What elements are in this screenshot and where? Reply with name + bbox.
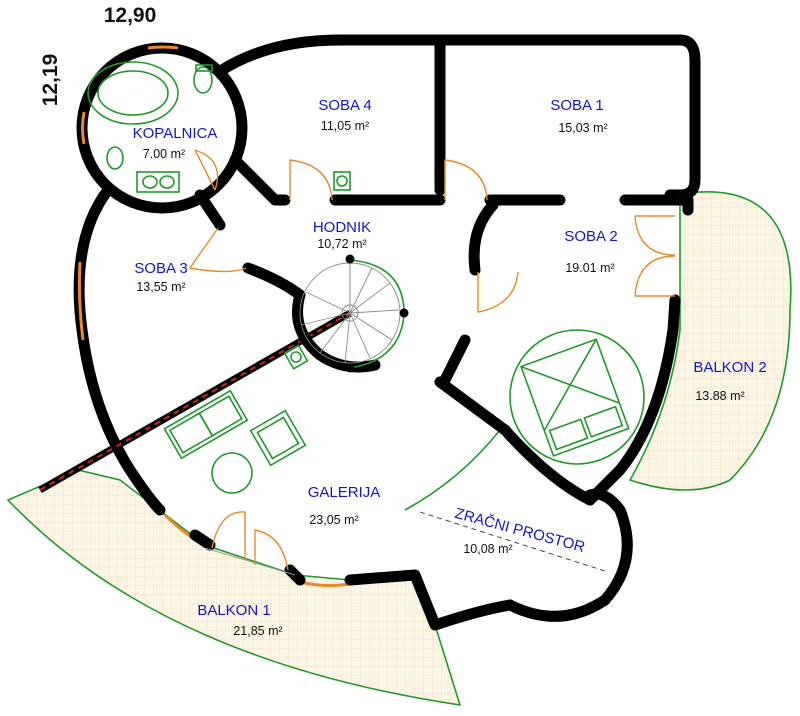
sink-left xyxy=(142,175,158,189)
room-name-soba3: SOBA 3 xyxy=(134,260,187,277)
wall-outer-arc-left xyxy=(73,184,166,516)
wall-zracni-end xyxy=(504,488,633,622)
door-balkon2 xyxy=(634,215,676,297)
door-soba2 xyxy=(477,271,519,313)
bed-rug xyxy=(509,329,645,465)
wall-galerija-bottom-right xyxy=(344,569,516,631)
wall-galerija-bottom xyxy=(189,529,216,551)
toilet xyxy=(193,66,213,94)
room-area-galerija: 23,05 m² xyxy=(309,513,358,527)
dryer-drum xyxy=(290,351,302,363)
wall-corridor-top-left xyxy=(229,154,291,206)
door-soba1 xyxy=(444,159,488,201)
washing-machine-drum xyxy=(336,175,348,187)
door-soba3 xyxy=(188,227,247,273)
wall-soba2-right xyxy=(619,194,694,216)
bathroom-window-top xyxy=(147,45,179,50)
wall-top-rooms xyxy=(216,34,701,201)
round-table xyxy=(211,452,253,494)
stair-post-3 xyxy=(345,363,355,373)
room-name-galerija: GALERIJA xyxy=(308,484,381,501)
door-balkon1-sill xyxy=(204,547,296,576)
wall-soba2-inner xyxy=(439,334,471,386)
armchair xyxy=(249,409,307,467)
wall-soba2-left xyxy=(468,199,499,276)
room-name-hodnik: HODNIK xyxy=(313,219,371,236)
stair-rail-diagonal-red xyxy=(39,312,351,491)
dimension-width: 12,90 xyxy=(104,4,157,27)
sofa xyxy=(163,389,249,460)
stair-post-2 xyxy=(399,308,409,318)
room-area-soba3: 13,55 m² xyxy=(136,280,185,294)
dryer xyxy=(283,344,309,370)
bidet xyxy=(106,146,124,170)
airspace-outline xyxy=(404,429,501,511)
room-name-soba2: SOBA 2 xyxy=(564,228,617,245)
room-name-balkon2: BALKON 2 xyxy=(693,359,766,376)
bathroom-window-left xyxy=(81,111,86,145)
room-area-kopalnica: 7.00 m² xyxy=(143,147,185,161)
wall-soba3-inner xyxy=(242,262,306,301)
balcony-1-area xyxy=(6,469,462,706)
bathtub xyxy=(87,61,179,125)
balcony-2-area xyxy=(628,191,792,491)
room-area-balkon1: 21,85 m² xyxy=(233,624,282,638)
door-soba4 xyxy=(289,159,333,201)
wall-soba3-top xyxy=(194,189,226,231)
room-name-balkon1: BALKON 1 xyxy=(197,602,270,619)
room-area-zracni-prostor: 10,08 m² xyxy=(463,542,512,556)
room-area-soba2: 19.01 m² xyxy=(565,261,614,275)
washing-machine xyxy=(333,171,351,191)
window-soba3 xyxy=(77,261,85,341)
room-name-soba4: SOBA 4 xyxy=(318,97,371,114)
room-area-balkon2: 13.88 m² xyxy=(695,389,744,403)
room-area-soba1: 15,03 m² xyxy=(558,121,607,135)
sink-counter xyxy=(136,171,180,193)
door-kopalnica xyxy=(194,149,219,191)
spiral-stair-treads xyxy=(300,263,400,364)
stair-post-4 xyxy=(501,425,511,435)
sink-right xyxy=(159,175,175,189)
room-name-kopalnica: KOPALNICA xyxy=(133,125,218,142)
stair-post-1 xyxy=(345,254,355,264)
toilet-tank xyxy=(195,64,213,72)
zracni-prostor-dashline xyxy=(419,511,609,573)
room-area-hodnik: 10,72 m² xyxy=(317,237,366,251)
double-bed xyxy=(519,338,630,457)
door-balkon1 xyxy=(211,511,289,571)
room-area-soba4: 11,05 m² xyxy=(321,119,369,133)
bathtub-inner xyxy=(97,70,169,116)
room-name-soba1: SOBA 1 xyxy=(550,97,603,114)
dimension-height: 12,19 xyxy=(39,54,62,107)
wall-diagonal-soba2 xyxy=(434,376,596,506)
